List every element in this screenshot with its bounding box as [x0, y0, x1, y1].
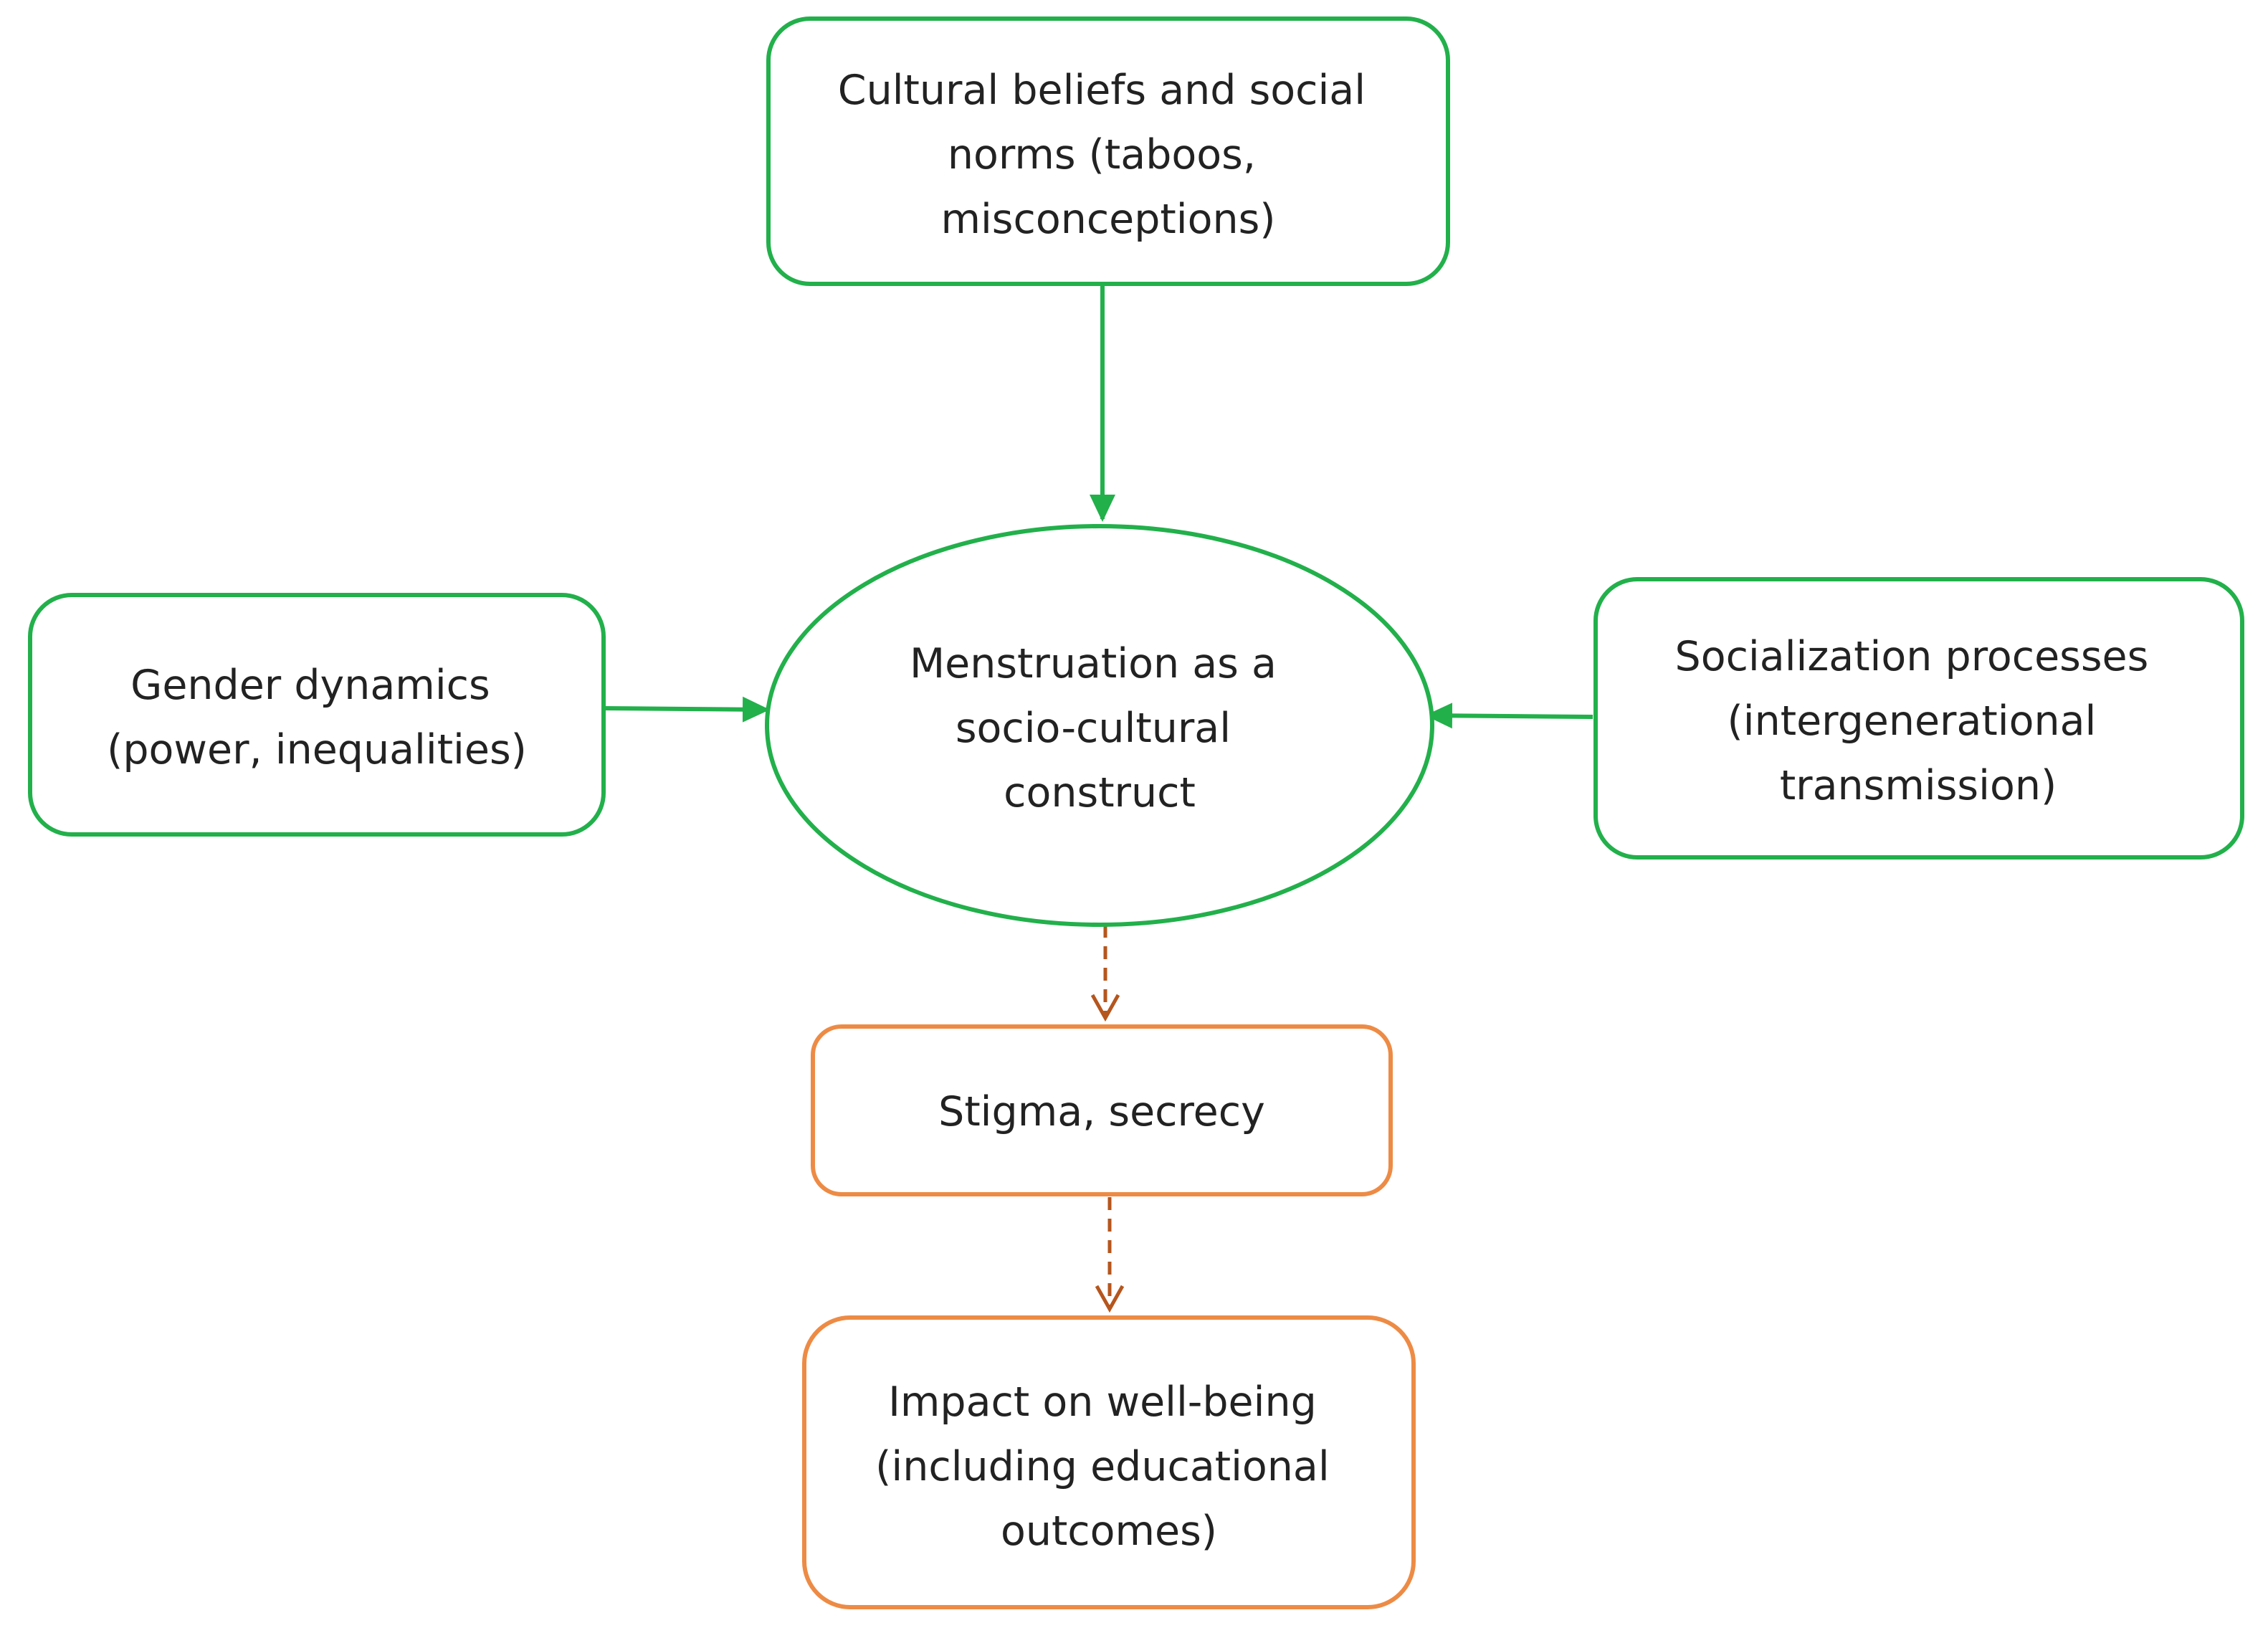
node-gender-dynamics-line-1: Gender dynamics	[130, 662, 490, 709]
svg-text:Gender dynamics (power,: Gender dynamics (power, inequalities)	[107, 662, 527, 773]
node-cultural-beliefs-line-2: norms (taboos,	[948, 131, 1256, 178]
node-socialization-line-1: Socialization processes	[1675, 633, 2149, 680]
node-cultural-beliefs-line-3: misconceptions)	[940, 196, 1275, 243]
node-menstruation-construct-line-3: construct	[1004, 769, 1196, 816]
node-stigma: Stigma, secrecy	[811, 1024, 1393, 1196]
node-socialization-line-3: transmission)	[1780, 762, 2057, 809]
node-cultural-beliefs-box	[766, 16, 1450, 286]
svg-text:Cultural beliefs and social: Cultural beliefs and social norms (taboo…	[838, 67, 1378, 243]
svg-text:Socialization processes: Socialization processes (intergeneration…	[1675, 633, 2162, 809]
node-menstruation-construct: Menstruation as a socio-cultural constru…	[765, 524, 1434, 927]
svg-text:Stigma, secrecy: Stigma, secrecy	[938, 1088, 1265, 1136]
node-gender-dynamics: Gender dynamics (power, inequalities)	[28, 593, 606, 837]
node-cultural-beliefs-line-1: Cultural beliefs and social	[838, 67, 1366, 114]
node-socialization: Socialization processes (intergeneration…	[1593, 577, 2244, 860]
node-gender-dynamics-box	[28, 593, 606, 837]
node-impact-line-1: Impact on well-being	[888, 1379, 1317, 1426]
node-menstruation-construct-line-1: Menstruation as a	[910, 640, 1277, 687]
node-gender-dynamics-line-2: (power, inequalities)	[107, 726, 527, 773]
node-socialization-line-2: (intergenerational	[1728, 698, 2097, 745]
edge-gender-to-construct	[603, 696, 770, 723]
svg-text:Impact on well-being (in: Impact on well-being (including educatio…	[875, 1379, 1343, 1555]
node-menstruation-construct-ellipse	[765, 524, 1434, 927]
node-stigma-line-1: Stigma, secrecy	[938, 1088, 1265, 1136]
node-socialization-box	[1593, 577, 2244, 860]
svg-text:Menstruation as a socio-: Menstruation as a socio-cultural constru…	[910, 640, 1290, 816]
node-menstruation-construct-line-2: socio-cultural	[956, 705, 1231, 752]
node-impact: Impact on well-being (including educatio…	[802, 1315, 1416, 1609]
edge-socialization-to-construct	[1425, 703, 1593, 729]
node-impact-line-2: (including educational	[875, 1443, 1330, 1490]
node-stigma-box	[811, 1024, 1393, 1196]
node-cultural-beliefs: Cultural beliefs and social norms (taboo…	[766, 16, 1450, 286]
node-impact-box	[802, 1315, 1416, 1609]
node-impact-line-3: outcomes)	[1001, 1508, 1217, 1555]
